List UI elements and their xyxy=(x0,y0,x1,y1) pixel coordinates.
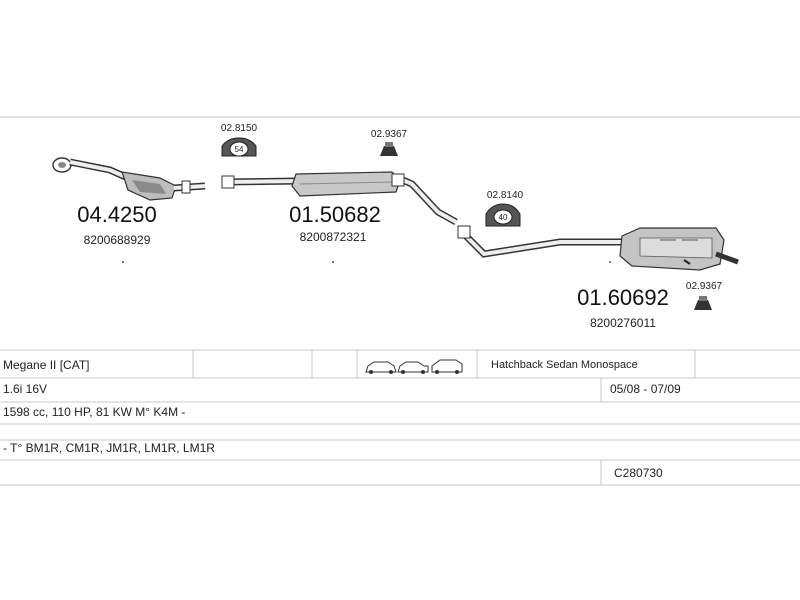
mounting-bracket-icon: 40 xyxy=(485,203,521,227)
catalyst-oem-number: 8200688929 xyxy=(84,233,151,247)
rubber-hanger-icon xyxy=(694,296,712,310)
rear-silencer-part xyxy=(457,225,739,271)
mounting-bracket-icon: 54 xyxy=(221,137,257,157)
years-cell: 05/08 - 07/09 xyxy=(610,382,681,396)
rear-silencer-part-code: 01.60692 xyxy=(577,285,669,310)
mount-2-part-code: 02.8140 xyxy=(487,190,524,201)
body-types-cell: Hatchback Sedan Monospace xyxy=(491,359,638,371)
middle-silencer-part-code: 01.50682 xyxy=(289,202,381,227)
dot-marker xyxy=(332,261,334,263)
rubber-hanger-icon xyxy=(380,142,398,156)
reference-cell: C280730 xyxy=(614,466,663,480)
vehicle-info-table: Megane II [CAT] Hatchback Sedan Monospac… xyxy=(0,349,800,486)
body-type-car-icons xyxy=(365,359,463,374)
rubber-1-part-code: 02.9367 xyxy=(371,129,408,140)
rear-silencer-oem-number: 8200276011 xyxy=(590,316,656,330)
catalyst-part-code: 04.4250 xyxy=(77,202,157,227)
dot-marker xyxy=(122,261,124,263)
mount-2-badge: 40 xyxy=(499,213,508,222)
middle-silencer-part xyxy=(221,171,458,226)
rubber-2-part-code: 02.9367 xyxy=(686,281,723,292)
middle-silencer-oem-number: 8200872321 xyxy=(300,230,367,244)
type-codes-cell: - T° BM1R, CM1R, JM1R, LM1R, LM1R xyxy=(3,441,215,455)
specs-cell: 1598 cc, 110 HP, 81 KW M° K4M - xyxy=(3,405,185,419)
dot-marker xyxy=(609,261,611,263)
engine-cell: 1.6i 16V xyxy=(3,382,47,396)
mount-1-part-code: 02.8150 xyxy=(221,123,258,134)
catalytic-converter-part xyxy=(52,157,206,201)
mount-1-badge: 54 xyxy=(235,145,244,154)
model-cell: Megane II [CAT] xyxy=(3,358,89,372)
